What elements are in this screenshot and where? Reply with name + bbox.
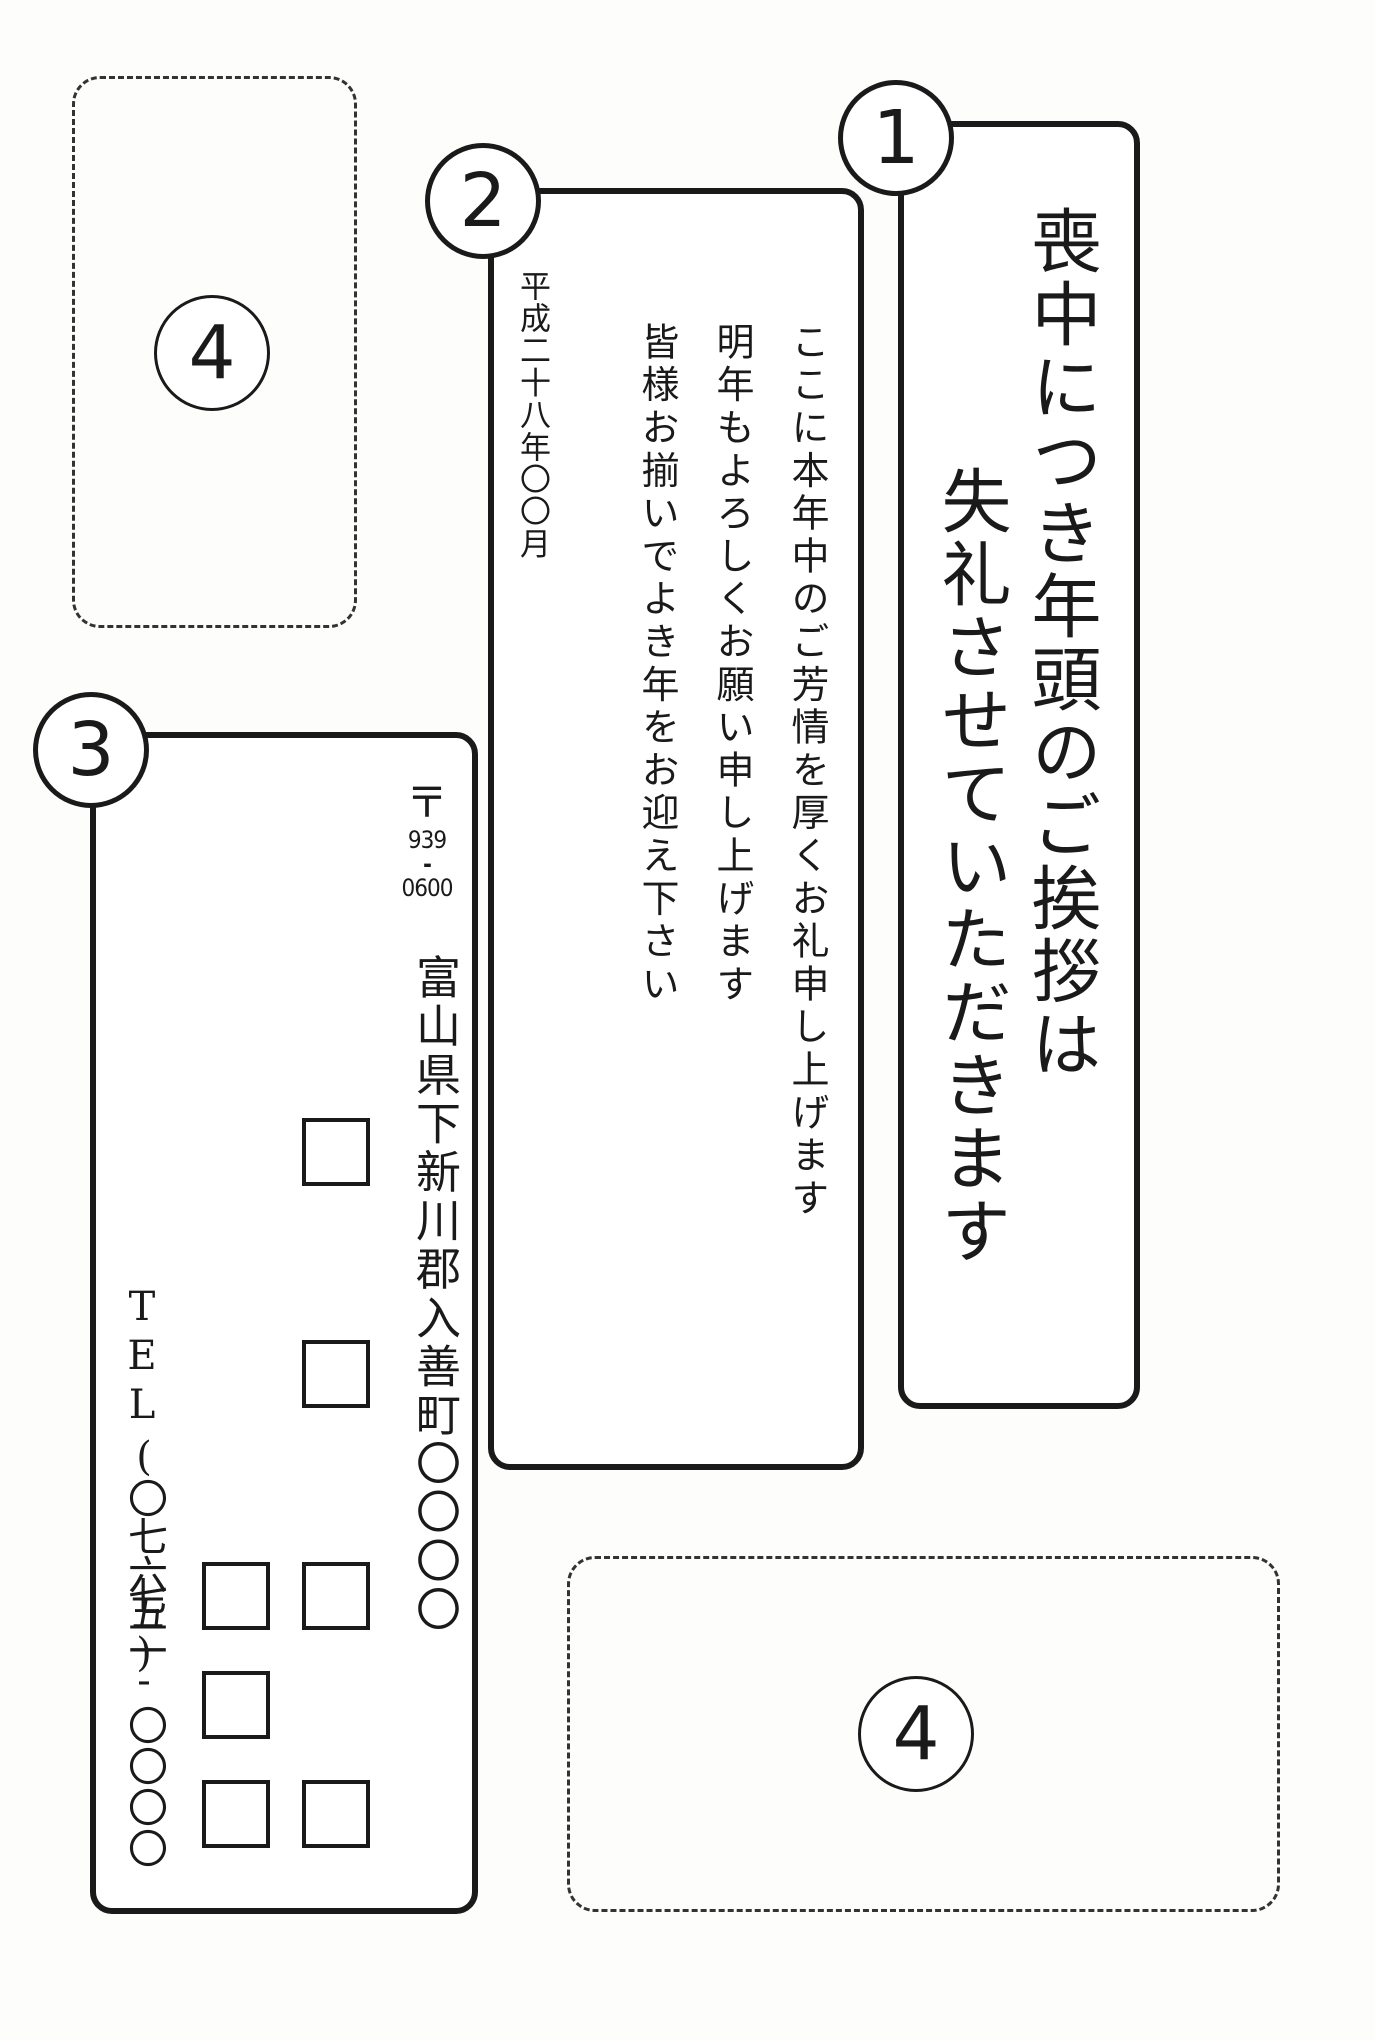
- name-box: [302, 1118, 370, 1186]
- marker-2: 2: [425, 143, 541, 259]
- section-1-line-1: 喪中につき年頭のご挨拶は: [1020, 205, 1102, 1081]
- name-box: [202, 1671, 270, 1739]
- marker-4-top: 4: [154, 295, 270, 411]
- section-1-line-2: 失礼させていただきます: [930, 465, 1012, 1268]
- name-box: [302, 1562, 370, 1630]
- section-2-body-line-2: 明年もよろしくお願い申し上げます: [710, 322, 754, 1007]
- placeholder-box-top: [72, 76, 357, 628]
- section-2-date: 平成二十八年〇〇月: [514, 270, 550, 560]
- postal-dash: -: [423, 850, 432, 878]
- postal-block: 〒 939 - 0600: [396, 778, 458, 902]
- section-3-box: 〒 939 - 0600 富山県下新川郡入善町〇〇〇〇 TEL (〇七六五) 七…: [90, 732, 478, 1914]
- postal-code-bottom: 0600: [401, 874, 454, 902]
- phone-number: 七二-〇〇〇〇: [121, 1576, 167, 1869]
- marker-1: 1: [838, 80, 954, 196]
- marker-3: 3: [33, 692, 149, 808]
- name-box: [302, 1780, 370, 1848]
- name-box: [202, 1780, 270, 1848]
- tel-label: TEL: [119, 1284, 165, 1431]
- name-box: [202, 1562, 270, 1630]
- section-2-body-line-1: ここに本年中のご芳情を厚くお礼申し上げます: [785, 322, 829, 1221]
- section-1-box: 喪中につき年頭のご挨拶は 失礼させていただきます: [898, 121, 1140, 1409]
- phone-area-code: (〇七六五): [121, 1434, 167, 1674]
- name-box: [302, 1340, 370, 1408]
- postal-code-top: 939: [407, 826, 447, 854]
- postal-mark: 〒: [405, 778, 448, 827]
- section-2-body-line-3: 皆様お揃いでよき年をお迎え下さい: [635, 322, 679, 1007]
- placeholder-box-bottom: [567, 1556, 1280, 1912]
- address: 富山県下新川郡入善町〇〇〇〇: [408, 954, 461, 1635]
- marker-4-bottom: 4: [858, 1676, 974, 1792]
- section-2-box: ここに本年中のご芳情を厚くお礼申し上げます 明年もよろしくお願い申し上げます 皆…: [488, 188, 864, 1470]
